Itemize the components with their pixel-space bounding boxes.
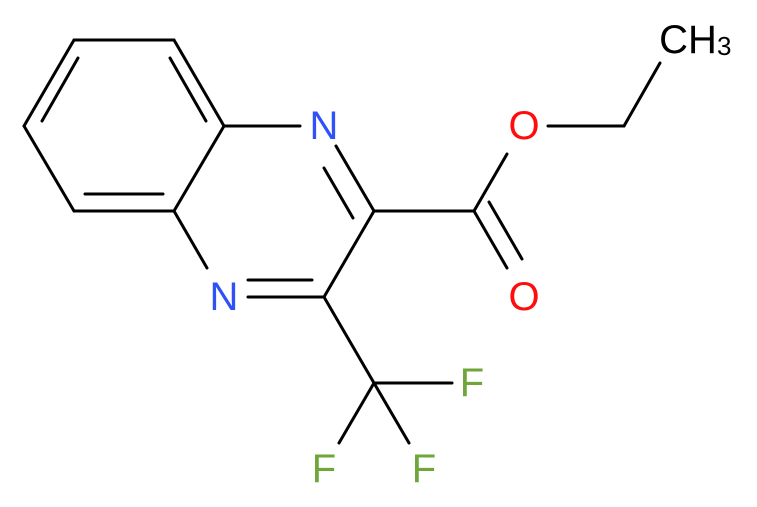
bond-c10-c5	[22, 38, 76, 128]
atom-ch3: CH 3	[659, 18, 731, 62]
bond-cf3-f-bottom	[372, 381, 411, 445]
bond-c3-cf3	[322, 295, 376, 385]
atom-labels: N N O O F F F CH 3	[210, 18, 732, 491]
bond-carbonyl-c-o-double-b	[487, 200, 524, 261]
bond-c6-c7-inner	[168, 56, 208, 123]
bond-c6-c7	[172, 38, 226, 128]
bond-carbonyl-c-o-ether	[472, 152, 509, 213]
atom-n1: N	[310, 104, 339, 148]
bond-carbonyl-c-o-double-a	[472, 209, 509, 270]
atom-f-right: F	[460, 361, 484, 405]
bond-n4-c8	[172, 209, 209, 270]
atom-n4: N	[210, 275, 239, 319]
atom-ch3-main: CH	[659, 18, 717, 62]
bond-c10-c5-inner	[40, 56, 80, 123]
bond-c7-c8	[172, 124, 226, 213]
bonds	[22, 38, 662, 445]
bond-n1-c2-inner	[322, 166, 355, 220]
bond-cf3-f-left	[337, 381, 376, 445]
atom-o-ether: O	[508, 104, 539, 148]
atom-o-carbonyl: O	[508, 275, 539, 319]
bond-n1-c2	[334, 144, 376, 213]
atom-f-left: F	[312, 447, 336, 491]
bond-c9-c10	[22, 124, 76, 213]
bond-c2-c3	[322, 209, 376, 299]
atom-f-bottom: F	[412, 447, 436, 491]
bond-ch2-ch3	[622, 61, 662, 128]
atom-ch3-subscript: 3	[717, 31, 731, 61]
